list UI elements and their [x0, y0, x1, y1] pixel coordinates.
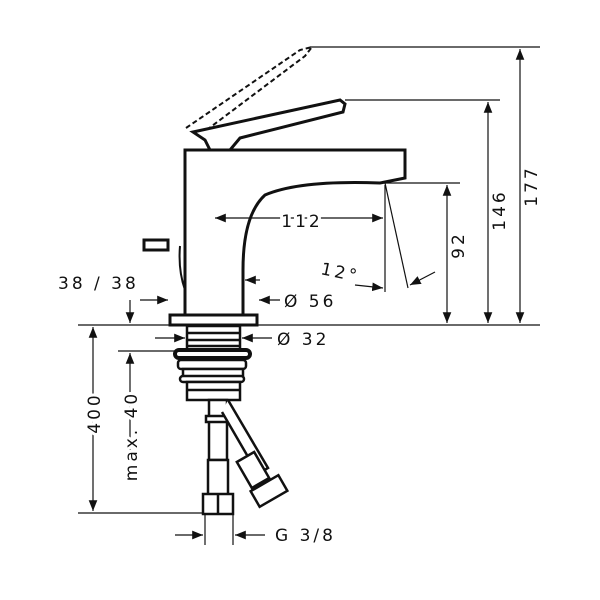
dim-spout-height: 92 — [449, 231, 469, 259]
mounting-thread — [173, 324, 252, 402]
dim-deck-thickness: 38 / 38 — [58, 274, 139, 294]
lever-open-position — [185, 45, 315, 136]
dim-max-deck: max. 40 — [122, 391, 142, 481]
dim-base-diameter: Ø 56 — [284, 292, 336, 312]
supply-hoses — [201, 398, 290, 516]
dim-lever-height: 146 — [490, 189, 510, 230]
faucet-body — [142, 98, 407, 327]
dim-spout-reach: 112 — [281, 212, 322, 232]
dim-swivel-angle: 12° — [319, 259, 361, 287]
dim-total-height: 177 — [522, 165, 542, 206]
dim-hose-length: 400 — [85, 392, 105, 433]
dimension-lines — [88, 48, 525, 540]
dim-thread-diameter: Ø 32 — [277, 330, 329, 350]
dim-connection: G 3/8 — [275, 526, 336, 546]
